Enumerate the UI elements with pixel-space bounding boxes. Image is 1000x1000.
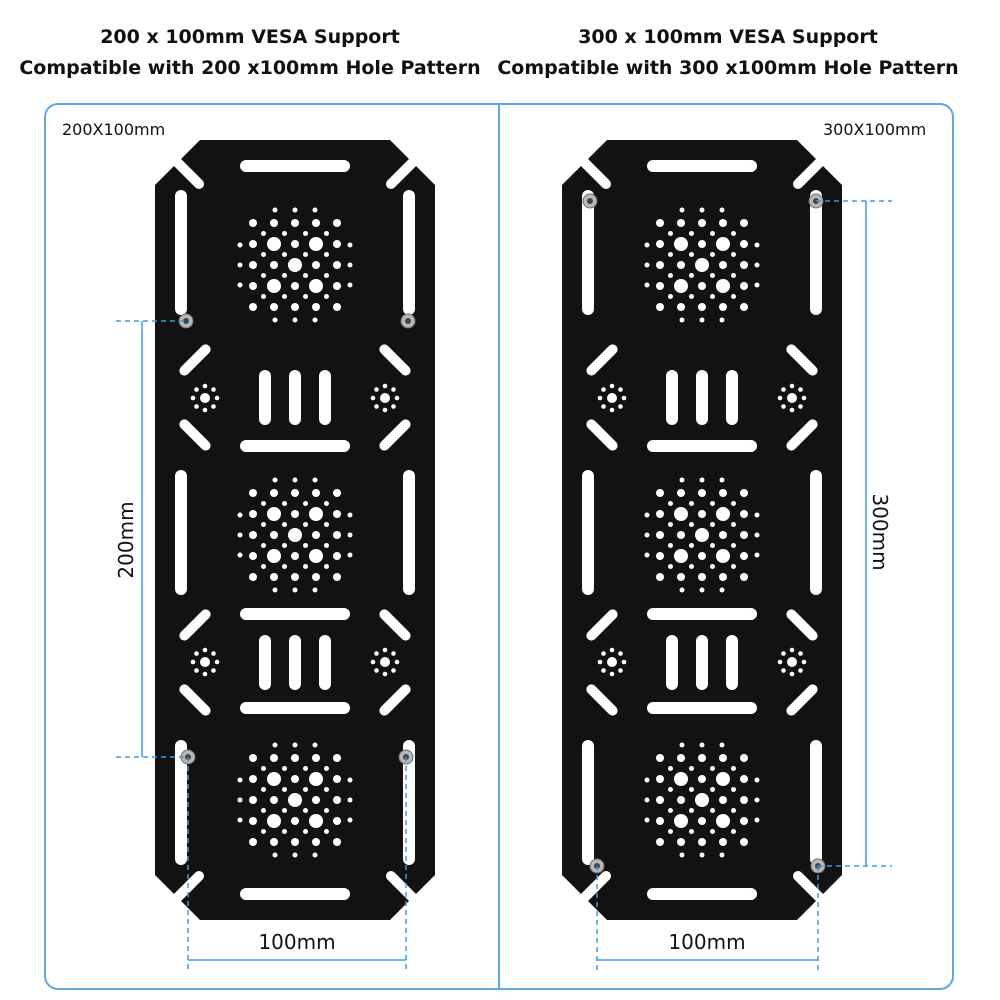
left-corner-label: 200X100mm [62,120,166,139]
right-screw-top-left [582,193,598,209]
panel-divider [498,103,500,990]
right-corner-label: 300X100mm [823,120,927,139]
left-heading-line2: Compatible with 200 x100mm Hole Pattern [19,57,481,79]
left-dimension-lines [116,320,407,970]
screw-icon [400,313,416,329]
screw-icon [582,193,598,209]
left-screw-top-right [400,313,416,329]
left-heading-line1: 200 x 100mm VESA Support [100,26,400,48]
right-heading-line2: Compatible with 300 x100mm Hole Pattern [497,57,959,79]
right-vertical-dimension: 300mm [868,493,892,570]
left-vertical-dimension: 200mm [114,501,138,578]
right-heading-line1: 300 x 100mm VESA Support [578,26,878,48]
right-dimension-lines [596,200,892,970]
left-plate [155,140,435,920]
right-horizontal-dimension: 100mm [668,930,745,954]
left-heading: 200 x 100mm VESA Support Compatible with… [0,22,500,84]
right-heading: 300 x 100mm VESA Support Compatible with… [478,22,978,84]
left-horizontal-dimension: 100mm [258,930,335,954]
right-plate [562,140,842,920]
